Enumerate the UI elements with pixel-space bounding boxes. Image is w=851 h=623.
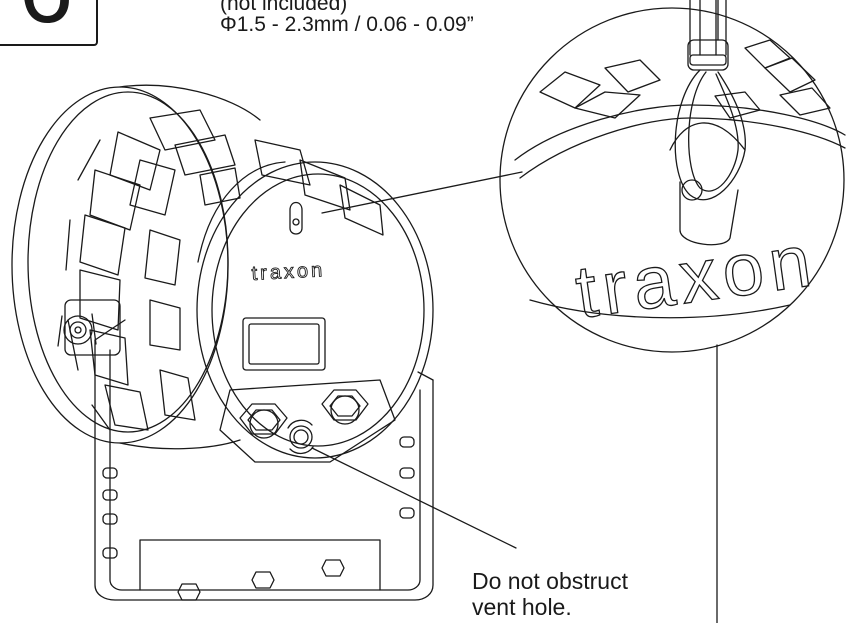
brand-logo-zoom: traxon [571,218,822,334]
vent-note-line1: Do not obstruct [472,568,628,594]
vent-hole [287,419,314,455]
pivot-knob [57,299,121,356]
brand-logo: traxon [251,259,326,285]
safety-cable-detail [669,0,746,246]
front-face [196,161,434,459]
detail-magnifier [499,7,846,353]
cable-gland-right [321,389,369,425]
cable-note-line1: (not included) [220,0,348,15]
cable-gland-left [239,403,288,439]
detail-leader-line [321,171,523,214]
vent-note-line2: vent hole. [472,594,572,620]
display-window [242,317,326,371]
vent-leader-line [311,447,517,549]
cooling-fins [65,109,384,431]
mounting-bracket [94,319,434,601]
cable-note-line2: Φ1.5 - 2.3mm / 0.06 - 0.09” [220,13,474,36]
housing-rear [11,84,261,450]
hanging-eye [289,201,303,235]
gland-plate [219,379,396,463]
step-badge: 6 [0,0,98,46]
bracket-bolts [177,559,345,601]
step-number: 6 [0,0,96,38]
